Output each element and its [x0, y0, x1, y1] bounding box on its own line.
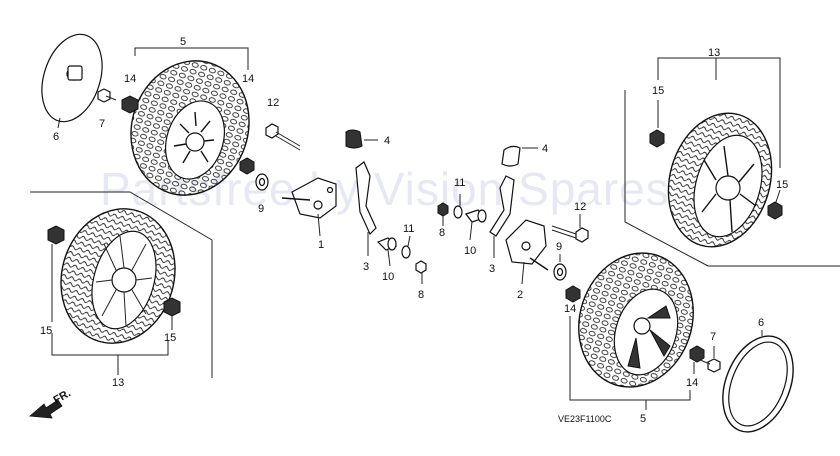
part-number-label: 6 — [758, 317, 764, 329]
part-number-label: 8 — [439, 227, 445, 239]
bracket-2 — [505, 219, 549, 271]
leader-line — [569, 316, 691, 401]
part-number-label: 13 — [112, 377, 124, 389]
bolt-7-upper-left — [97, 88, 117, 103]
part-number-label: 11 — [454, 177, 465, 189]
part-number-label: 14 — [124, 73, 136, 85]
wheel-rear-left — [130, 60, 250, 196]
lever-3-right — [489, 175, 515, 237]
part-number-label: 1 — [318, 239, 324, 251]
part-number-label: 11 — [403, 223, 414, 235]
part-number-label: 13 — [708, 47, 720, 59]
nut-15-upper-right-b — [767, 201, 783, 220]
part-number-label: 9 — [258, 203, 264, 215]
group-frame-line — [30, 191, 213, 378]
part-number-label: 12 — [574, 201, 586, 213]
nut-8-right — [437, 202, 449, 217]
lever-3-left — [355, 161, 377, 236]
leader-line — [521, 261, 525, 285]
part-number-label: 4 — [384, 135, 390, 147]
nut-14-right-of-wheel — [239, 157, 255, 175]
cover-4-right — [501, 145, 521, 167]
part-number-label: 3 — [363, 261, 369, 273]
washer-11-right — [453, 205, 463, 219]
part-number-label: 7 — [99, 118, 105, 130]
part-number-label: 10 — [464, 245, 476, 257]
leader-line — [57, 117, 61, 129]
nut-14-lower-right — [689, 345, 705, 363]
leader-line — [407, 235, 411, 247]
nut-15-upper-right-a — [649, 129, 665, 148]
part-number-label: 4 — [542, 143, 548, 155]
washer-11-left — [401, 245, 411, 259]
nut-8-left — [415, 260, 427, 274]
part-number-label: 2 — [517, 289, 523, 301]
leader-line — [317, 213, 321, 237]
part-number-label: 5 — [180, 36, 186, 48]
part-number-label: 9 — [556, 241, 562, 253]
part-number-label: 7 — [710, 331, 716, 343]
part-number-label: 8 — [418, 289, 424, 301]
nut-14-upper-left — [121, 95, 139, 114]
direction-label: FR. — [52, 387, 73, 406]
leader-line — [657, 57, 781, 168]
part-number-label: 15 — [164, 332, 176, 344]
part-number-label: 15 — [40, 325, 52, 337]
leader-line — [51, 333, 169, 356]
leader-line — [775, 189, 781, 203]
part-number-label: 14 — [564, 303, 576, 315]
nut-14-center — [565, 285, 581, 303]
part-number-label: 6 — [53, 131, 59, 143]
group-frame-line — [624, 90, 840, 267]
leader-line — [134, 47, 249, 70]
washer-9-right — [553, 263, 567, 281]
front-direction-arrow-icon — [29, 399, 63, 419]
leader-line — [387, 249, 391, 267]
part-number-label: 15 — [776, 179, 788, 191]
bolt-12-right — [551, 225, 589, 243]
wheel-front-right — [667, 112, 773, 248]
hub-cap-left — [41, 33, 103, 123]
nut-15-lower-left-a — [47, 225, 65, 245]
drawing-code: VE23F1100C — [558, 414, 612, 424]
cover-4-left — [345, 129, 363, 149]
hub-cap-ring-right — [722, 335, 794, 433]
part-number-label: 3 — [489, 263, 495, 275]
collar-10-right — [465, 209, 487, 223]
bolt-12-left — [265, 123, 301, 151]
part-number-label: 12 — [267, 97, 279, 109]
wheel-front-left — [60, 208, 176, 344]
leader-line — [469, 221, 473, 241]
part-number-label: 10 — [382, 271, 394, 283]
wheel-rear-right — [578, 252, 694, 388]
bolt-7-lower-right — [699, 358, 721, 373]
part-number-label: 14 — [242, 73, 254, 85]
part-number-label: 15 — [652, 85, 664, 97]
bracket-1 — [281, 177, 337, 219]
collar-10-left — [376, 237, 398, 251]
nut-15-lower-left-b — [163, 297, 181, 317]
part-number-label: 5 — [640, 413, 646, 425]
washer-9-left — [255, 173, 269, 191]
part-number-label: 14 — [686, 377, 698, 389]
